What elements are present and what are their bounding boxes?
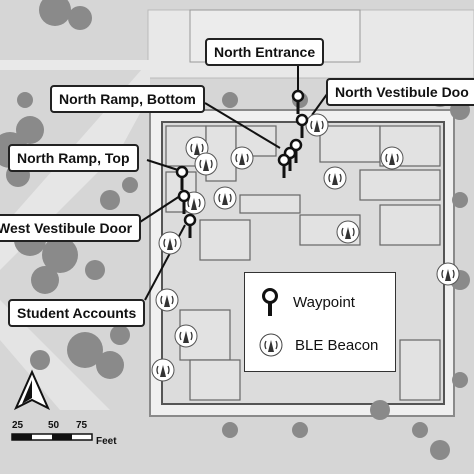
ble-beacon-icon[interactable]	[336, 220, 360, 244]
scale-tick-50: 50	[48, 420, 60, 431]
waypoint-pin-icon[interactable]	[174, 165, 190, 191]
waypoint-pin-icon[interactable]	[294, 113, 310, 139]
waypoint-pin-icon[interactable]	[290, 89, 306, 115]
legend-row-ble-beacon: BLE Beacon	[259, 333, 378, 357]
ble-beacon-icon[interactable]	[151, 358, 175, 382]
legend-row-waypoint: Waypoint	[259, 287, 355, 317]
ble-beacon-icon[interactable]	[305, 113, 329, 137]
label-west-vestibule-door[interactable]: West Vestibule Door	[0, 214, 142, 242]
ble-beacon-icon	[259, 333, 283, 357]
label-north-ramp-bottom[interactable]: North Ramp, Bottom	[50, 85, 205, 113]
ble-beacon-icon[interactable]	[213, 186, 237, 210]
ble-beacon-icon[interactable]	[174, 324, 198, 348]
scale-tick-25: 25	[12, 420, 24, 431]
waypoint-pin-icon[interactable]	[276, 153, 292, 179]
ble-beacon-icon[interactable]	[380, 146, 404, 170]
ble-beacon-icon[interactable]	[158, 231, 182, 255]
legend-ble-beacon-label: BLE Beacon	[295, 336, 379, 354]
north-arrow-icon	[13, 369, 51, 411]
legend-waypoint-label: Waypoint	[293, 293, 355, 311]
waypoint-pin-icon[interactable]	[182, 213, 198, 239]
waypoint-pin-icon[interactable]	[176, 189, 192, 215]
ble-beacon-icon[interactable]	[323, 166, 347, 190]
ble-beacon-icon[interactable]	[230, 146, 254, 170]
leader-lines	[139, 62, 331, 301]
label-north-ramp-top[interactable]: North Ramp, Top	[8, 144, 139, 172]
ble-beacon-icon[interactable]	[436, 262, 460, 286]
interior-rooms	[165, 125, 441, 401]
label-student-accounts[interactable]: Student Accounts	[8, 299, 146, 327]
ble-beacon-icon[interactable]	[155, 288, 179, 312]
label-north-entrance[interactable]: North Entrance	[205, 38, 325, 66]
scale-bar	[11, 433, 93, 441]
ble-beacon-icon[interactable]	[194, 152, 218, 176]
waypoint-pin-icon	[262, 288, 278, 316]
scale-tick-75: 75	[76, 420, 88, 431]
waypoint-pin-icon[interactable]	[288, 138, 304, 164]
scale-unit: Feet	[96, 436, 117, 447]
label-north-vestibule-door[interactable]: North Vestibule Doo	[326, 78, 474, 106]
map-legend: Waypoint BLE Beacon	[244, 272, 396, 372]
